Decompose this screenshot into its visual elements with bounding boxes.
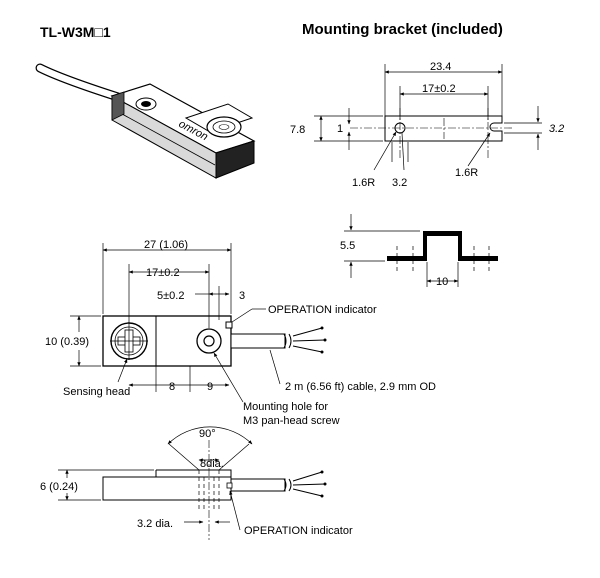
- sensor-top-view: 27 (1.06) 17±0.2 5±0.2 3 OPERATION indic…: [45, 239, 436, 427]
- bracket-one-dim: 1: [337, 123, 343, 135]
- bracket-top-view: 23.4 17±0.2 7.8 1 3.2 1.6R 3.2: [290, 61, 564, 189]
- bracket-radius-left-dim: 1.6R: [352, 177, 375, 189]
- mounting-hole-label-line1: Mounting hole for: [243, 401, 328, 413]
- sensor-height-dim: 10 (0.39): [45, 336, 89, 348]
- bracket-side-width-dim: 10: [436, 276, 448, 288]
- dia8-dim: 8dia.: [200, 458, 224, 470]
- top-operation-indicator-label: OPERATION indicator: [268, 304, 377, 316]
- bracket-side-view: 5.5 10: [340, 214, 498, 288]
- sensing-head-label: Sensing head: [63, 386, 130, 398]
- cable-label: 2 m (6.56 ft) cable, 2.9 mm OD: [285, 381, 436, 393]
- bracket-hole-dia-dim: 3.2: [392, 177, 407, 189]
- sensor-length-dim: 27 (1.06): [144, 239, 188, 251]
- bracket-radius-right-dim: 1.6R: [455, 167, 478, 179]
- bracket-slot-dim: 3.2: [549, 123, 564, 135]
- bracket-title: Mounting bracket (included): [302, 21, 503, 38]
- bracket-height-dim: 7.8: [290, 124, 305, 136]
- model-title: TL-W3M□1: [40, 24, 111, 40]
- bracket-hole-pitch-dim: 17±0.2: [422, 83, 456, 95]
- sensor-hole-pitch-dim: 17±0.2: [146, 267, 180, 279]
- sensor-dim-9: 9: [207, 381, 213, 393]
- sensor-indicator-offset-dim: 5±0.2: [157, 290, 184, 302]
- dia32-dim: 3.2 dia.: [137, 518, 173, 530]
- side-height-dim: 6 (0.24): [40, 481, 78, 493]
- side-operation-indicator-label: OPERATION indicator: [244, 525, 353, 537]
- sensor-dim-8: 8: [169, 381, 175, 393]
- sensor-side-view: 90° 8dia. 6 (0.24) 3.2 dia. OPERATION in…: [40, 426, 353, 540]
- mounting-hole-label-line2: M3 pan-head screw: [243, 415, 340, 427]
- bracket-width-dim: 23.4: [430, 61, 451, 73]
- angle-dim: 90°: [199, 428, 216, 440]
- bracket-side-height-dim: 5.5: [340, 240, 355, 252]
- sensor-three-dim: 3: [239, 290, 245, 302]
- sensor-perspective-sketch: omron: [35, 63, 256, 179]
